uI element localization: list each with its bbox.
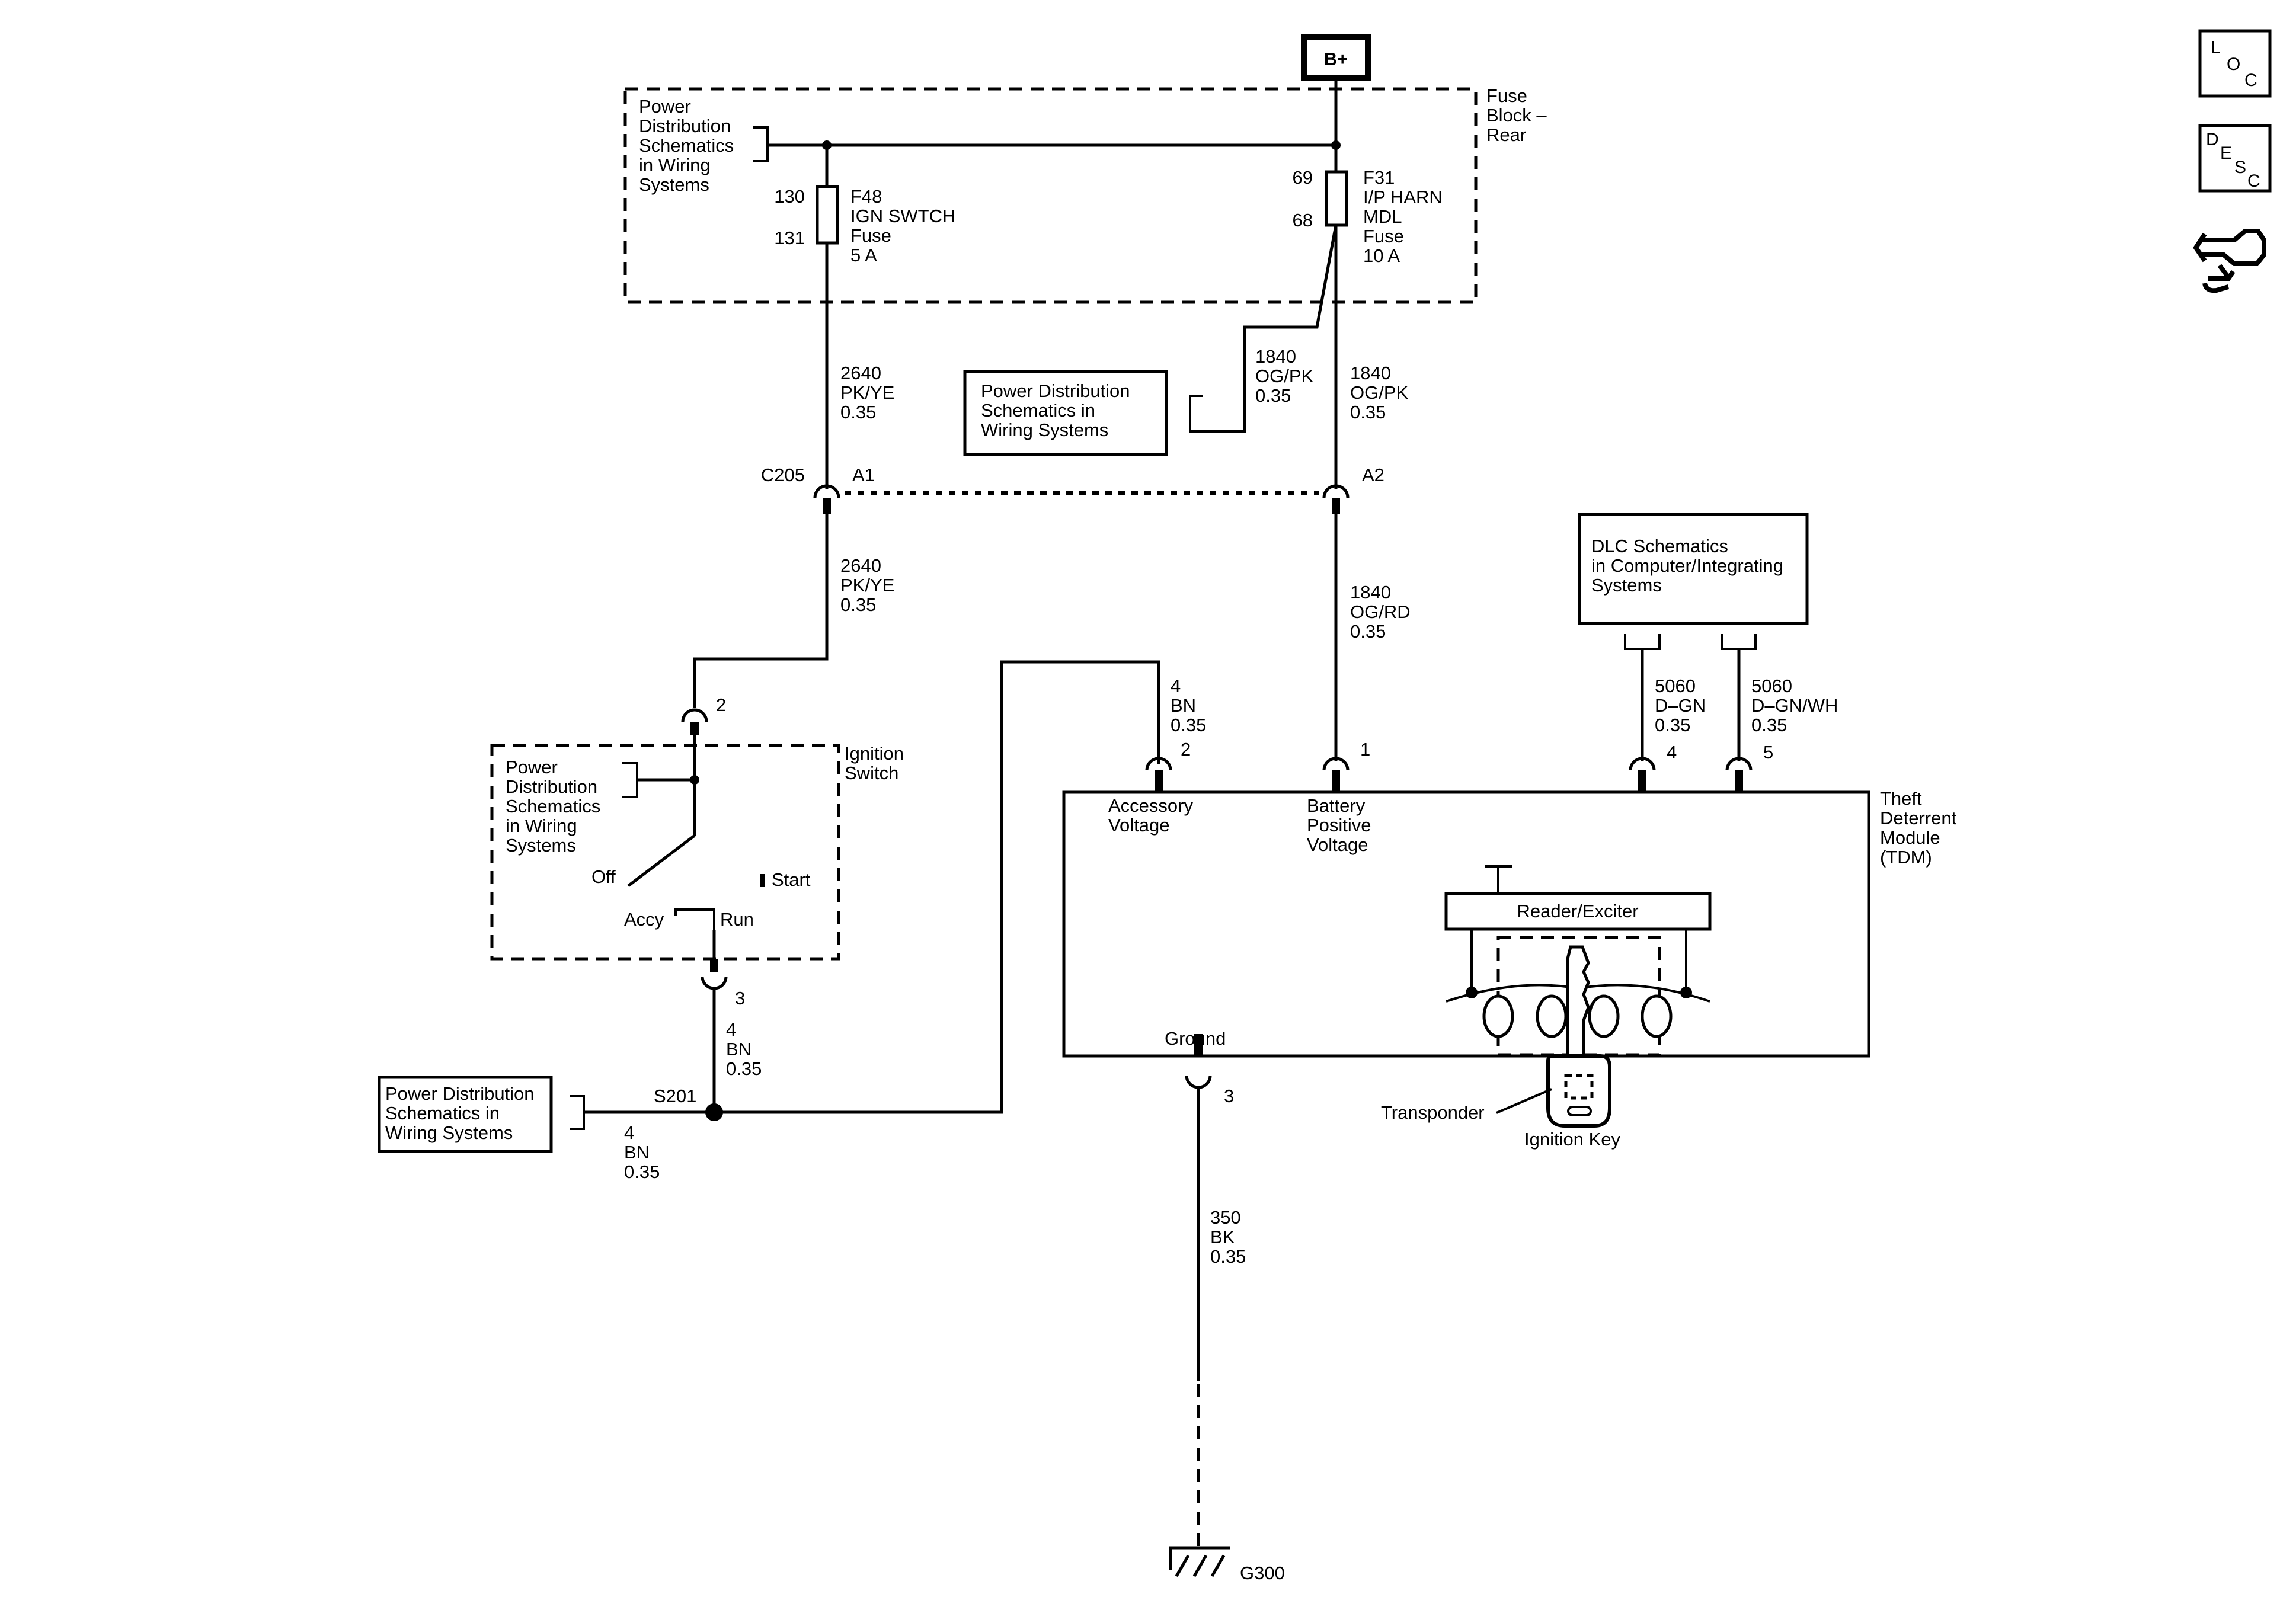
connector-pin-a2: A2 [1362, 465, 1384, 485]
wire-1840-branch-label: 1840 OG/PK 0.35 [1255, 346, 1319, 406]
coil-icon [1641, 994, 1673, 1038]
connector-pin-a1: A1 [852, 465, 875, 485]
svg-text:C: C [2247, 171, 2260, 191]
svg-text:D: D [2206, 130, 2219, 149]
wire-4-accessory-label: 4 BN 0.35 [1171, 676, 1206, 735]
transponder-label: Transponder [1381, 1102, 1485, 1123]
fuse-block-rear: Fuse Block – Rear Power Distribution Sch… [623, 78, 1552, 304]
tdm-pin-dlc-a: 4 [1629, 742, 1677, 792]
transponder-chip-icon [1564, 1074, 1594, 1100]
ignition-key-icon [1546, 945, 1611, 1128]
wire-4-switch-label: 4 BN 0.35 [726, 1019, 762, 1079]
connector-c205: C205 A1 A2 [761, 465, 1384, 514]
svg-text:68: 68 [1293, 210, 1313, 231]
fuse-f48-icon [816, 185, 839, 245]
splice-s201-name: S201 [654, 1086, 696, 1106]
svg-text:131: 131 [774, 228, 805, 248]
ignition-switch-pin-bottom: 3 [735, 988, 745, 1009]
dlc-connector-icon [1624, 634, 1661, 650]
tdm-pin-accessory: 2 [1145, 739, 1191, 792]
svg-text:Accy: Accy [624, 909, 664, 930]
svg-text:2: 2 [1181, 739, 1191, 760]
wire-2640-top-label: 2640 PK/YE 0.35 [840, 363, 900, 422]
svg-text:1: 1 [1360, 739, 1370, 760]
fuse-block-ref-text[interactable]: Power Distribution Schematics in Wiring … [639, 96, 739, 195]
desc-icon[interactable]: D E S C [2198, 124, 2272, 193]
connector-c205-name: C205 [761, 465, 805, 485]
wire-350-label: 350 BK 0.35 [1210, 1207, 1246, 1267]
switch-junction [690, 775, 699, 785]
tdm-name: Theft Deterrent Module (TDM) [1880, 788, 1962, 868]
ignition-switch: 2 Ignition Switch Power Distribution Sch… [490, 694, 909, 1009]
tdm-battery-voltage-label: Battery Positive Voltage [1307, 795, 1376, 855]
connector-hand-icon[interactable] [2193, 229, 2266, 293]
power-source: B+ [1301, 34, 1371, 81]
dlc-connector-icon [1721, 634, 1757, 650]
fuse-f31-label: F31 I/P HARN MDL Fuse 10 A [1363, 167, 1447, 266]
theft-deterrent-module: Theft Deterrent Module (TDM) 2 1 4 5 Ac [1062, 739, 1962, 1106]
wire-5060-a-label: 5060 D–GN 0.35 [1655, 676, 1711, 735]
ignition-switch-pin-top: 2 [716, 694, 726, 715]
dlc-schematics-box[interactable]: DLC Schematics in Computer/Integrating S… [1578, 513, 1809, 625]
svg-text:5: 5 [1763, 742, 1773, 763]
power-source-label: B+ [1324, 49, 1348, 69]
tdm-pin-battery: 1 [1322, 739, 1370, 792]
svg-text:C: C [2244, 71, 2257, 90]
svg-text:S: S [2234, 158, 2246, 177]
wire-2640-bottom-label: 2640 PK/YE 0.35 [840, 555, 900, 615]
wire-2640-bottom [693, 514, 829, 708]
reader-exciter-box [1444, 892, 1712, 931]
svg-text:DLC Schematics in Comput: DLC Schematics in Computer/Integrating S… [1591, 536, 1789, 596]
bracket-icon [570, 1095, 585, 1130]
coil-icon [1536, 994, 1568, 1038]
fuse-block-name: Fuse Block – Rear [1486, 85, 1552, 145]
power-dist-box-left[interactable]: Power Distribution Schematics in Wiring … [378, 1076, 553, 1153]
svg-text:Start: Start [772, 869, 811, 890]
switch-blade-icon [627, 834, 696, 887]
ground-g300-icon [1169, 1546, 1230, 1577]
fuse-f31-icon [1325, 170, 1348, 227]
bracket-icon [753, 126, 769, 162]
ignition-switch-ref-text[interactable]: Power Distribution Schematics in Wiring … [506, 757, 606, 856]
wire-1840-branch [1203, 225, 1338, 433]
ignition-key-label: Ignition Key [1524, 1129, 1620, 1150]
ignition-switch-name: Ignition Switch [845, 743, 909, 783]
svg-text:Run: Run [720, 909, 754, 930]
loc-icon[interactable]: L O C [2198, 29, 2272, 98]
power-dist-box-mid[interactable]: Power Distribution Schematics in Wiring … [963, 370, 1168, 456]
svg-text:130: 130 [774, 186, 805, 207]
transponder-leader-line [1496, 1088, 1552, 1114]
coil-icon [1482, 994, 1514, 1038]
wire-1840-bottom-label: 1840 OG/RD 0.35 [1350, 582, 1415, 642]
svg-text:Off: Off [591, 866, 616, 887]
svg-text:69: 69 [1293, 167, 1313, 188]
svg-text:E: E [2220, 143, 2232, 163]
coil-icon [1588, 994, 1620, 1038]
antenna-icon [1485, 865, 1512, 894]
wire-1840-top-label: 1840 OG/PK 0.35 [1350, 363, 1414, 422]
svg-text:Power Distribution Schem: Power Distribution Schematics in Wiring … [385, 1083, 539, 1143]
tdm-pin-ground: 3 [1224, 1086, 1234, 1106]
svg-text:Power Distribution Schem: Power Distribution Schematics in Wiring … [981, 380, 1135, 440]
wire-4-accessory [584, 660, 1160, 1114]
svg-text:O: O [2227, 55, 2240, 74]
svg-text:L: L [2211, 38, 2221, 57]
wire-4-splice-label: 4 BN 0.35 [624, 1122, 660, 1182]
tdm-pin-dlc-b: 5 [1725, 742, 1773, 792]
svg-text:4: 4 [1667, 742, 1677, 763]
bracket-icon [1189, 395, 1203, 433]
wire-5060-b-label: 5060 D–GN/WH 0.35 [1751, 676, 1843, 735]
ground-g300-name: G300 [1240, 1563, 1285, 1583]
reader-exciter-label: Reader/Exciter [1517, 901, 1638, 921]
bracket-icon [622, 762, 638, 798]
fuse-f48-label: F48 IGN SWTCH Fuse 5 A [850, 186, 961, 265]
tdm-accessory-voltage-label: Accessory Voltage [1108, 795, 1198, 836]
